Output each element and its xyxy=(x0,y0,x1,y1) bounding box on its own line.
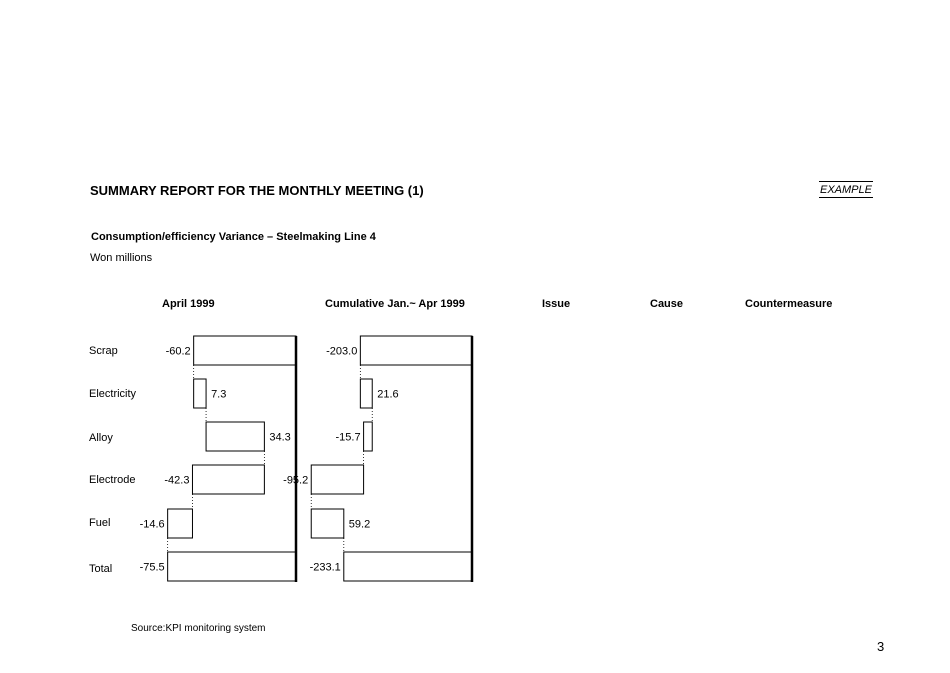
data-label: -14.6 xyxy=(140,519,165,531)
data-label: 21.6 xyxy=(377,389,398,401)
category-label-electricity: Electricity xyxy=(89,388,137,400)
data-label: -75.5 xyxy=(140,562,165,574)
data-label: 7.3 xyxy=(211,389,226,401)
chart-subtitle: Consumption/efficiency Variance – Steelm… xyxy=(91,231,376,243)
waterfall-bar xyxy=(193,378,207,409)
waterfall-bar xyxy=(167,508,193,539)
waterfall-bar xyxy=(310,464,365,495)
data-label: -95.2 xyxy=(283,475,308,487)
column-header-cause: Cause xyxy=(650,298,684,310)
data-label: 59.2 xyxy=(349,519,370,531)
category-label-alloy: Alloy xyxy=(89,432,113,444)
data-label: -233.1 xyxy=(310,562,341,574)
source-note: Source:KPI monitoring system xyxy=(131,623,266,634)
waterfall-bar xyxy=(343,551,473,582)
waterfall-bar xyxy=(193,335,297,366)
column-header-cumulative: Cumulative Jan.~ Apr 1999 xyxy=(325,298,465,310)
data-label: -15.7 xyxy=(336,432,361,444)
category-label-scrap: Scrap xyxy=(89,345,118,357)
page-title: SUMMARY REPORT FOR THE MONTHLY MEETING (… xyxy=(90,183,424,198)
waterfall-bar xyxy=(363,421,373,452)
waterfall-bar xyxy=(359,378,373,409)
column-header-april: April 1999 xyxy=(162,298,215,310)
data-label: -203.0 xyxy=(326,346,357,358)
example-badge: EXAMPLE xyxy=(819,181,873,198)
page-number: 3 xyxy=(877,639,885,654)
data-label: -60.2 xyxy=(166,346,191,358)
waterfall-bar xyxy=(310,508,345,539)
waterfall-bar xyxy=(191,464,265,495)
column-header-issue: Issue xyxy=(542,298,571,310)
waterfall-bar xyxy=(359,335,473,366)
data-label: 34.3 xyxy=(269,432,290,444)
waterfall-bar xyxy=(205,421,265,452)
category-label-total: Total xyxy=(89,563,113,575)
category-label-fuel: Fuel xyxy=(89,517,111,529)
column-header-countermeasure: Countermeasure xyxy=(745,298,833,310)
data-label: -42.3 xyxy=(164,475,189,487)
units-label: Won millions xyxy=(90,252,153,264)
waterfall-bar xyxy=(167,551,297,582)
category-label-electrode: Electrode xyxy=(89,474,136,486)
